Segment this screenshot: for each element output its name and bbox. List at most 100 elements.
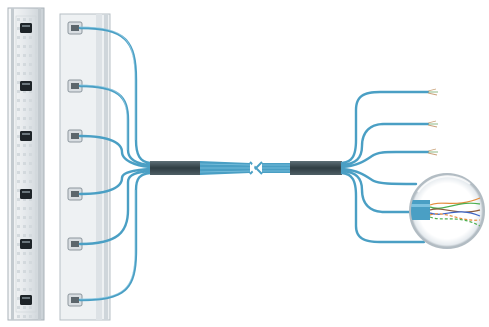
keystone-connector-core bbox=[71, 25, 79, 31]
panel-grid-cell bbox=[17, 234, 20, 237]
rj45-port-icon bbox=[20, 131, 32, 141]
panel-grid-cell bbox=[17, 261, 20, 264]
panel-grid-cell bbox=[35, 45, 38, 48]
rj45-port-highlight bbox=[22, 297, 30, 299]
panel-grid-cell bbox=[29, 90, 32, 93]
right-cable-1 bbox=[340, 90, 430, 165]
panel-grid-cell bbox=[35, 207, 38, 210]
panel-grid-cell bbox=[35, 243, 38, 246]
panel-grid-cell bbox=[23, 180, 26, 183]
panel-grid-cell bbox=[17, 18, 20, 21]
panel-grid-cell bbox=[17, 225, 20, 228]
panel-grid-cell bbox=[35, 81, 38, 84]
panel-grid-cell bbox=[29, 288, 32, 291]
panel-grid-cell bbox=[29, 108, 32, 111]
panel-grid-cell bbox=[35, 270, 38, 273]
panel-grid-cell bbox=[35, 225, 38, 228]
panel-grid-cell bbox=[29, 72, 32, 75]
panel-grid-cell bbox=[17, 270, 20, 273]
panel-grid-cell bbox=[17, 315, 20, 318]
panel-grid-cell bbox=[29, 171, 32, 174]
panel-grid-cell bbox=[23, 261, 26, 264]
keystone-connector-core bbox=[71, 83, 79, 89]
panel-grid-cell bbox=[23, 90, 26, 93]
trunk-cable bbox=[150, 159, 342, 177]
panel-grid-cell bbox=[29, 306, 32, 309]
cable-ends bbox=[427, 88, 438, 156]
panel-grid-cell bbox=[29, 45, 32, 48]
rj45-port-icon bbox=[20, 189, 32, 199]
panel-grid-cell bbox=[29, 252, 32, 255]
left-cable-1 bbox=[78, 26, 152, 165]
panel-grid-cell bbox=[35, 297, 38, 300]
rj45-port-highlight bbox=[22, 25, 30, 27]
panel-grid-cell bbox=[23, 306, 26, 309]
panel-grid-cell bbox=[35, 108, 38, 111]
panel-grid-cell bbox=[35, 18, 38, 21]
panel-grid-cell bbox=[35, 216, 38, 219]
panel-grid-cell bbox=[17, 126, 20, 129]
panel-grid-cell bbox=[23, 72, 26, 75]
panel-grid-cell bbox=[29, 234, 32, 237]
panel-grid-cell bbox=[23, 234, 26, 237]
panel-grid-cell bbox=[17, 207, 20, 210]
panel-grid-cell bbox=[23, 279, 26, 282]
panel-grid-cell bbox=[17, 135, 20, 138]
panel-grid-cell bbox=[35, 54, 38, 57]
panel-grid-cell bbox=[17, 252, 20, 255]
keystone-connector-core bbox=[71, 241, 79, 247]
panel-grid-cell bbox=[35, 171, 38, 174]
panel-grid-cell bbox=[35, 189, 38, 192]
panel-grid-cell bbox=[35, 135, 38, 138]
left-cable-4 bbox=[78, 167, 152, 196]
left-cable-2 bbox=[78, 84, 152, 167]
panel-grid-cell bbox=[29, 153, 32, 156]
right-cable-3 bbox=[340, 150, 430, 169]
panel-grid-cell bbox=[17, 54, 20, 57]
right-breakout-cables bbox=[340, 90, 430, 244]
panel-grid-cell bbox=[17, 297, 20, 300]
panel-grid-cell bbox=[23, 36, 26, 39]
panel-grid-cell bbox=[23, 144, 26, 147]
panel-grid-cell bbox=[35, 261, 38, 264]
panel-grid-cell bbox=[23, 117, 26, 120]
panel-grid-cell bbox=[23, 108, 26, 111]
panel-grid-cell bbox=[29, 198, 32, 201]
panel-grid-cell bbox=[17, 72, 20, 75]
panel-grid-cell bbox=[35, 144, 38, 147]
magnifier-lens-icon bbox=[409, 173, 485, 249]
panel-grid-cell bbox=[23, 99, 26, 102]
panel-grid-cell bbox=[35, 72, 38, 75]
panel-grid-cell bbox=[35, 279, 38, 282]
rj45-port-icon bbox=[20, 295, 32, 305]
keystone-connector-core bbox=[71, 297, 79, 303]
panel-grid-cell bbox=[17, 162, 20, 165]
panel-grid-cell bbox=[17, 36, 20, 39]
panel-grid-cell bbox=[35, 315, 38, 318]
panel-grid-cell bbox=[17, 216, 20, 219]
panel-grid-cell bbox=[23, 270, 26, 273]
panel-grid-cell bbox=[29, 63, 32, 66]
panel-grid-cell bbox=[17, 198, 20, 201]
panel-grid-cell bbox=[29, 117, 32, 120]
panel-grid-cell bbox=[35, 63, 38, 66]
panel-grid-cell bbox=[35, 180, 38, 183]
panel-grid-cell bbox=[17, 306, 20, 309]
panel-grid-cell bbox=[35, 117, 38, 120]
rear-patch-panel bbox=[59, 13, 111, 321]
panel-grid-cell bbox=[23, 252, 26, 255]
panel-grid-cell bbox=[29, 18, 32, 21]
panel-grid-cell bbox=[17, 180, 20, 183]
panel-grid-cell bbox=[35, 252, 38, 255]
panel-grid-cell bbox=[23, 162, 26, 165]
rj45-port-highlight bbox=[22, 191, 30, 193]
left-breakout-cables bbox=[78, 26, 152, 302]
panel-grid-cell bbox=[29, 225, 32, 228]
panel-grid-cell bbox=[23, 63, 26, 66]
panel-grid-cell bbox=[29, 279, 32, 282]
panel-grid-cell bbox=[17, 144, 20, 147]
right-cable-4 bbox=[340, 167, 418, 186]
panel-grid-cell bbox=[35, 198, 38, 201]
panel-grid-cell bbox=[29, 216, 32, 219]
